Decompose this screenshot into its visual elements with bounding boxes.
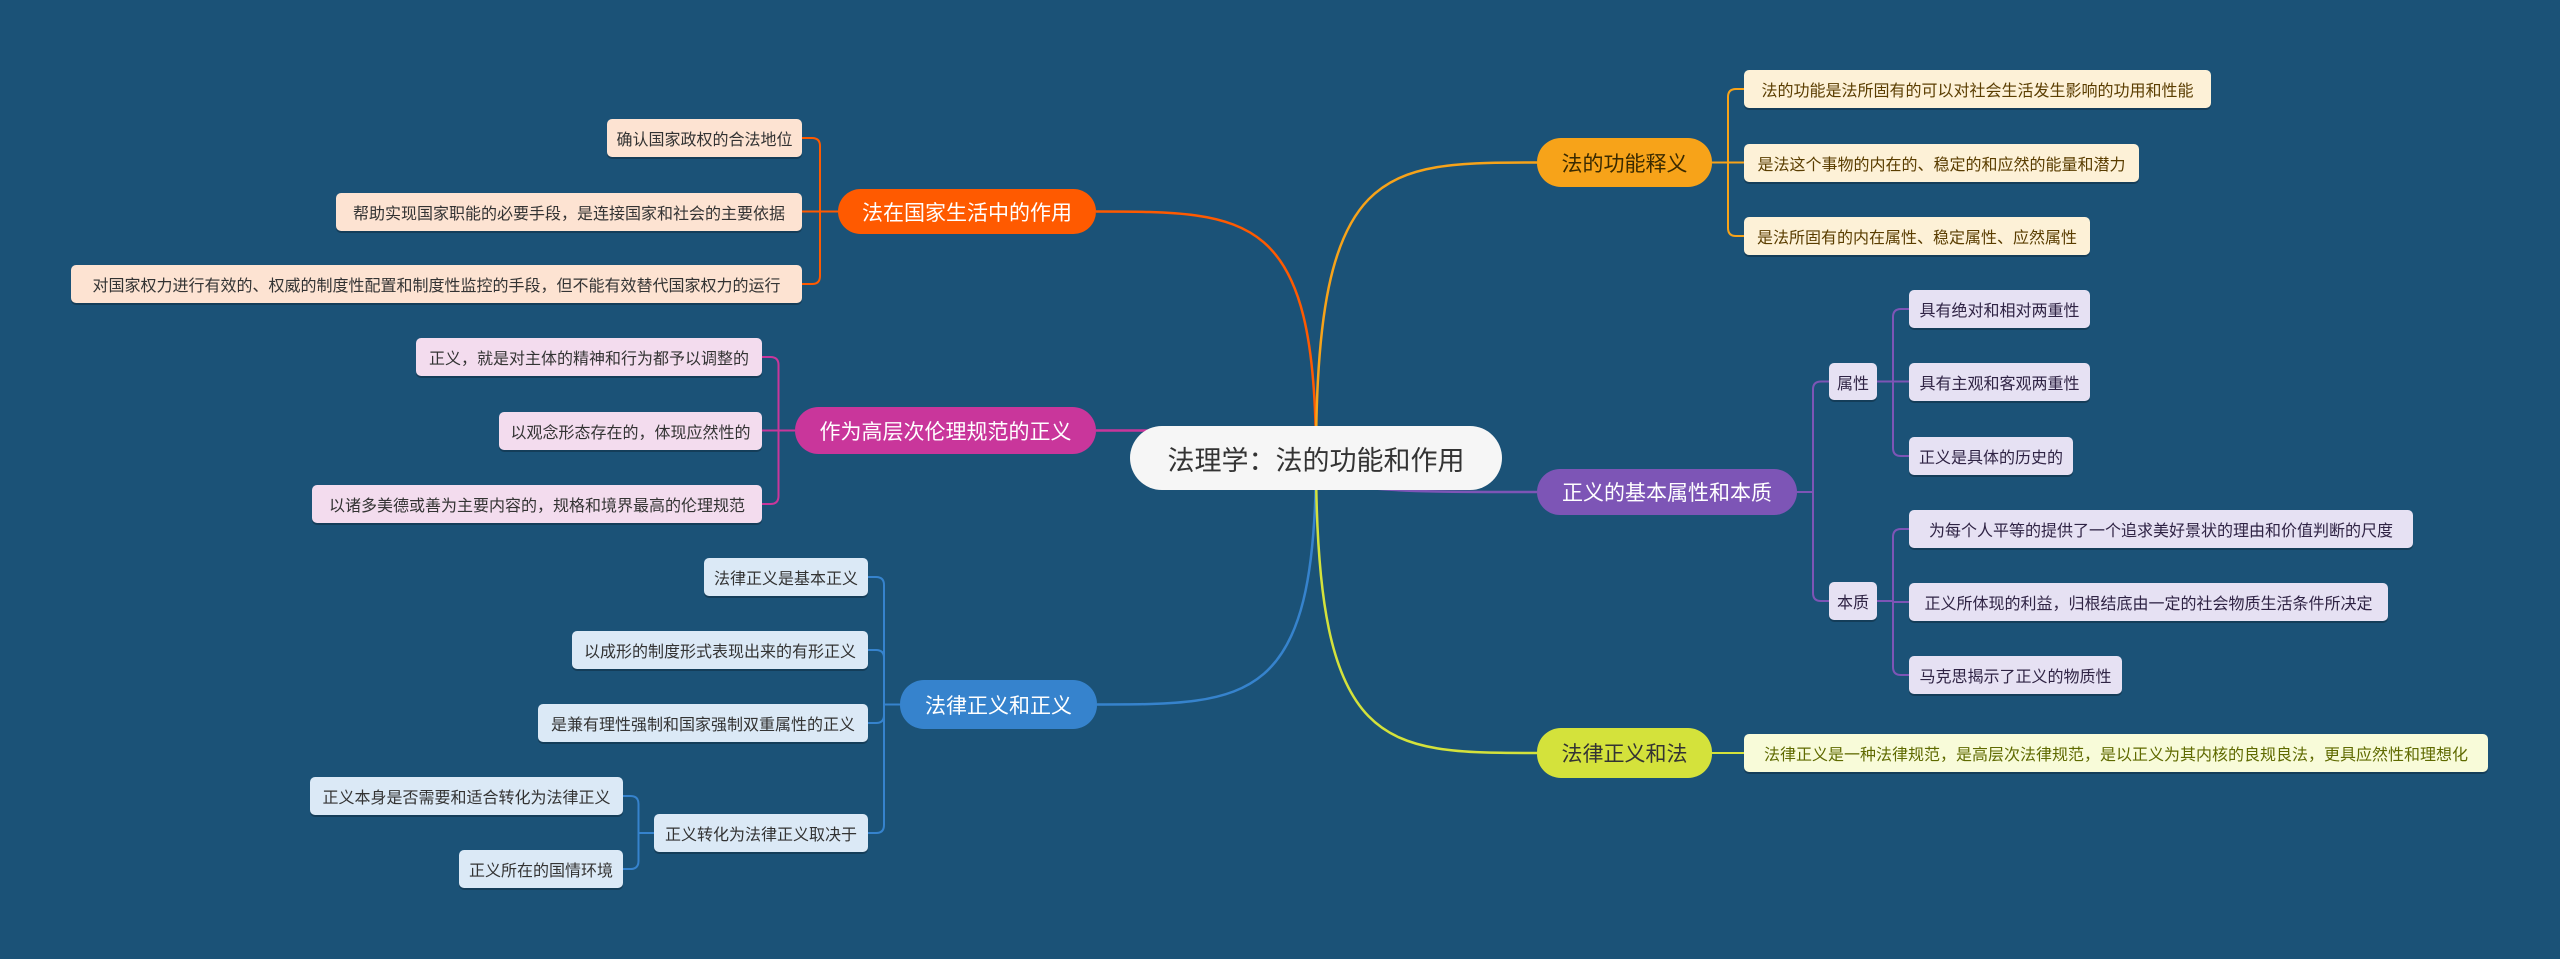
connector-line bbox=[1314, 457, 1538, 755]
connector-line bbox=[1877, 600, 1909, 676]
branch-law[interactable]: 法律正义和法 bbox=[1537, 728, 1712, 778]
connector-line bbox=[868, 649, 900, 706]
topic-item[interactable]: 具有主观和客观两重性 bbox=[1909, 363, 2090, 401]
topic-item[interactable]: 正义所体现的利益，归根结底由一定的社会物质生活条件所决定 bbox=[1909, 583, 2388, 621]
branch-legal-justice[interactable]: 法律正义和正义 bbox=[900, 680, 1097, 729]
branch-state-life[interactable]: 法在国家生活中的作用 bbox=[838, 189, 1096, 234]
connector-line bbox=[1797, 380, 1829, 493]
topic-item[interactable]: 为每个人平等的提供了一个追求美好景状的理由和价值判断的尺度 bbox=[1909, 510, 2413, 548]
topic-item[interactable]: 法律正义是一种法律规范，是高层次法律规范，是以正义为其内核的良规良法，更具应然性… bbox=[1744, 734, 2488, 772]
topic-item[interactable]: 确认国家政权的合法地位 bbox=[607, 119, 802, 157]
topic-item[interactable]: 正义是具体的历史的 bbox=[1909, 437, 2073, 475]
branch-ethics[interactable]: 作为高层次伦理规范的正义 bbox=[795, 407, 1096, 454]
topic-item[interactable]: 法律正义是基本正义 bbox=[704, 558, 868, 596]
topic-item[interactable]: 马克思揭示了正义的物质性 bbox=[1909, 656, 2122, 694]
topic-item[interactable]: 是兼有理性强制和国家强制双重属性的正义 bbox=[538, 704, 868, 742]
connector-line bbox=[1877, 380, 1909, 457]
subtopic-attribute[interactable]: 属性 bbox=[1829, 363, 1877, 400]
connector-line bbox=[1877, 528, 1909, 602]
topic-item[interactable]: 正义转化为法律正义取决于 bbox=[654, 814, 868, 852]
connector-line bbox=[762, 356, 795, 432]
topic-item[interactable]: 是法这个事物的内在的、稳定的和应然的能量和潜力 bbox=[1744, 144, 2139, 182]
branch-justice[interactable]: 正义的基本属性和本质 bbox=[1537, 469, 1797, 515]
connector-line bbox=[868, 703, 900, 834]
topic-item[interactable]: 是法所固有的内在属性、稳定属性、应然属性 bbox=[1744, 217, 2090, 255]
connector-line bbox=[623, 795, 654, 834]
connector-line bbox=[802, 137, 838, 213]
connector-line bbox=[802, 210, 838, 285]
connector-line bbox=[868, 576, 900, 706]
topic-item[interactable]: 帮助实现国家职能的必要手段，是连接国家和社会的主要依据 bbox=[336, 193, 802, 231]
topic-item[interactable]: 法的功能是法所固有的可以对社会生活发生影响的功用和性能 bbox=[1744, 70, 2211, 108]
connector-line bbox=[762, 429, 795, 505]
topic-item[interactable]: 以诸多美德或善为主要内容的，规格和境界最高的伦理规范 bbox=[312, 485, 762, 523]
topic-subitem[interactable]: 正义所在的国情环境 bbox=[459, 850, 623, 888]
connector-line bbox=[1877, 308, 1909, 383]
topic-subitem[interactable]: 正义本身是否需要和适合转化为法律正义 bbox=[310, 777, 623, 815]
root-topic[interactable]: 法理学：法的功能和作用 bbox=[1130, 426, 1502, 490]
subtopic-essence[interactable]: 本质 bbox=[1829, 582, 1877, 620]
connector-line bbox=[1797, 491, 1829, 602]
topic-item[interactable]: 以观念形态存在的，体现应然性的 bbox=[499, 412, 762, 450]
connector-line bbox=[1096, 457, 1318, 706]
topic-item[interactable]: 正义，就是对主体的精神和行为都予以调整的 bbox=[416, 338, 762, 376]
topic-item[interactable]: 对国家权力进行有效的、权威的制度性配置和制度性监控的手段，但不能有效替代国家权力… bbox=[71, 265, 802, 303]
connector-line bbox=[623, 832, 654, 870]
topic-item[interactable]: 具有绝对和相对两重性 bbox=[1909, 290, 2090, 328]
topic-item[interactable]: 以成形的制度形式表现出来的有形正义 bbox=[572, 631, 868, 669]
branch-function[interactable]: 法的功能释义 bbox=[1537, 138, 1712, 187]
connector-line bbox=[1712, 161, 1744, 237]
connector-line bbox=[1314, 161, 1538, 459]
connector-line bbox=[1095, 210, 1318, 459]
connector-line bbox=[1712, 88, 1744, 164]
